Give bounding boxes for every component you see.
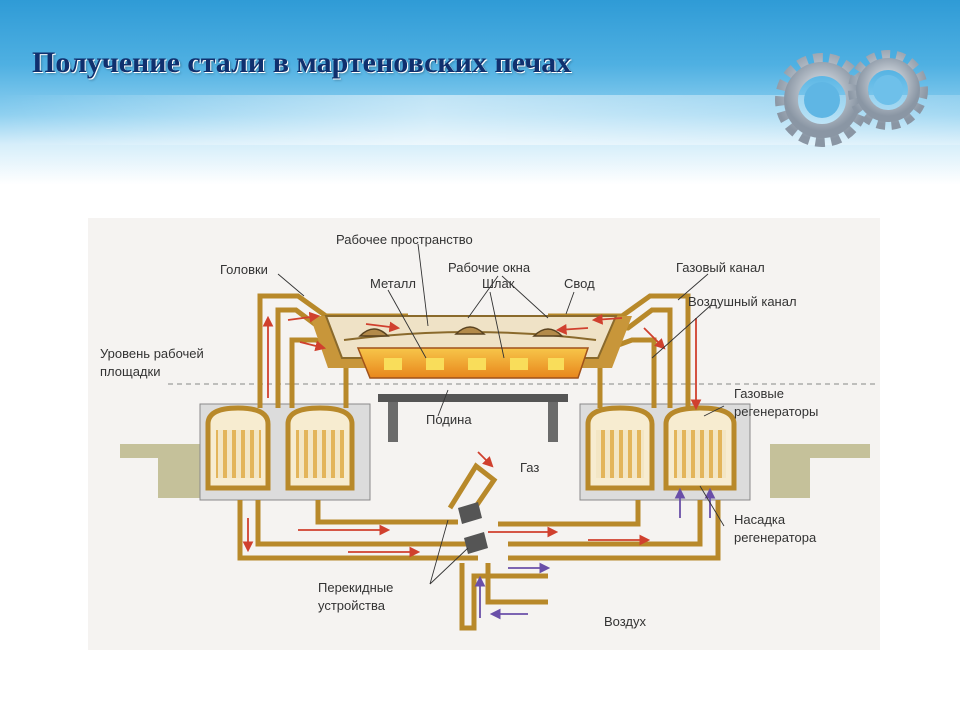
reversing-valves <box>458 502 488 554</box>
label-slag: Шлак <box>482 276 515 291</box>
slide-title: Получение стали в мартеновских печах <box>32 46 572 79</box>
air-flow-arrows <box>474 487 716 620</box>
gear-small-icon <box>848 50 928 130</box>
label-platform-level-2: площадки <box>100 364 160 379</box>
regenerator-right-2 <box>663 405 737 491</box>
label-gas: Газ <box>520 460 539 475</box>
label-work-windows: Рабочие окна <box>448 260 531 275</box>
regenerator-right-1 <box>585 405 655 491</box>
label-work-space: Рабочее пространство <box>336 232 473 247</box>
label-heads: Головки <box>220 262 268 277</box>
ground <box>120 444 870 498</box>
label-hearth: Подина <box>426 412 472 427</box>
gear-large-icon <box>775 53 869 147</box>
label-roof: Свод <box>564 276 595 291</box>
regenerator-left-1 <box>205 405 271 491</box>
label-switch-2: устройства <box>318 598 386 613</box>
label-air: Воздух <box>604 614 647 629</box>
label-platform-level-1: Уровень рабочей <box>100 346 204 361</box>
label-gas-channel: Газовый канал <box>676 260 765 275</box>
open-hearth-furnace-diagram: Рабочее пространство Головки Рабочие окн… <box>88 218 880 650</box>
label-air-channel: Воздушный канал <box>688 294 797 309</box>
label-gas-regenerators-1: Газовые <box>734 386 784 401</box>
label-checker-2: регенератора <box>734 530 817 545</box>
label-gas-regenerators-2: регенераторы <box>734 404 818 419</box>
label-checker-1: Насадка <box>734 512 786 527</box>
gears-icon <box>775 50 928 147</box>
regenerator-left-2 <box>285 405 355 491</box>
regenerators <box>199 403 751 501</box>
label-switch-1: Перекидные <box>318 580 393 595</box>
label-metal: Металл <box>370 276 416 291</box>
leader-lines <box>277 243 725 585</box>
gas-flow-arrows <box>242 311 702 558</box>
